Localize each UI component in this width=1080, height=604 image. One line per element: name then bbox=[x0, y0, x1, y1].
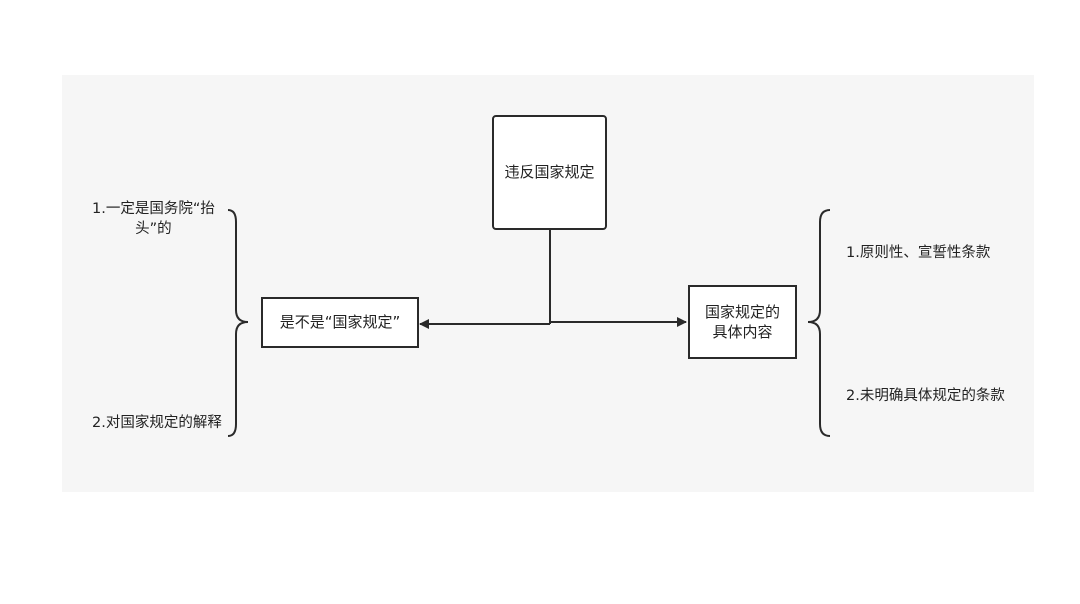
root-node: 违反国家规定 bbox=[492, 115, 607, 230]
left-node-label: 是不是“国家规定” bbox=[279, 313, 401, 332]
right-node-label-line2: 具体内容 bbox=[712, 323, 773, 341]
right-brace bbox=[807, 209, 831, 437]
root-node-label: 违反国家规定 bbox=[504, 163, 595, 182]
left-point-1: 1.一定是国务院“抬 头”的 bbox=[92, 200, 215, 239]
right-point-2: 2.未明确具体规定的条款 bbox=[846, 388, 1005, 404]
left-point-1-line1: 1.一定是国务院“抬 bbox=[92, 201, 215, 217]
right-point-1: 1.原则性、宣誓性条款 bbox=[846, 245, 991, 261]
right-node: 国家规定的 具体内容 bbox=[688, 285, 797, 359]
left-point-1-line2: 头”的 bbox=[135, 220, 172, 237]
left-point-2: 2.对国家规定的解释 bbox=[92, 415, 222, 431]
left-node: 是不是“国家规定” bbox=[261, 297, 419, 348]
right-node-label-line1: 国家规定的 bbox=[704, 302, 780, 321]
left-brace bbox=[227, 209, 249, 437]
